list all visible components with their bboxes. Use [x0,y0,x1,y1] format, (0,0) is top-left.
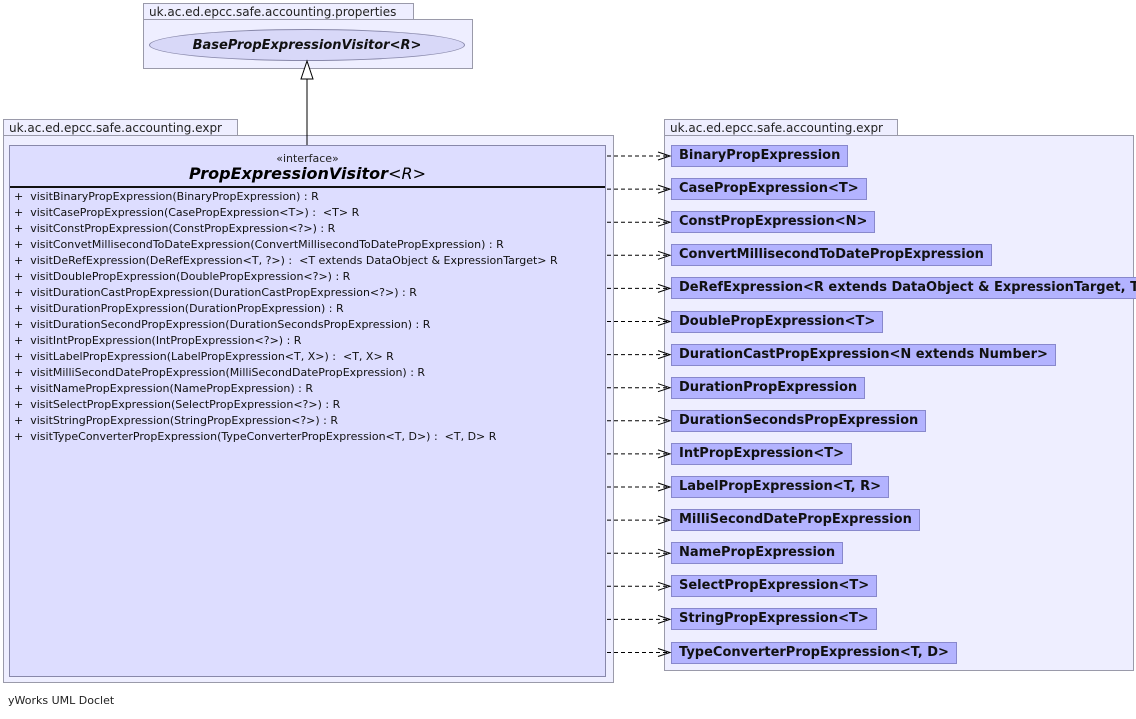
method-item: + visitDeRefExpression(DeRefExpression<T… [14,254,558,267]
method-item: + visitIntPropExpression(IntPropExpressi… [14,334,302,347]
dependency-arrowhead [657,482,672,492]
footer: yWorks UML Doclet [8,694,115,707]
inheritance-arrowhead [300,59,314,80]
method-item: + visitTypeConverterPropExpression(TypeC… [14,430,497,443]
dependency-arrowhead [657,648,672,657]
dependency-arrowhead [657,416,672,426]
dependency-arrowhead [657,283,672,293]
method-item: + visitLabelPropExpression(LabelPropExpr… [14,350,394,363]
dependency-class-node[interactable]: SelectPropExpression<T> [671,575,878,598]
separator [10,186,605,188]
dependency-arrowhead [657,317,672,326]
dependency-class-node[interactable]: ConvertMillisecondToDatePropExpression [671,244,992,267]
package-tab-properties: uk.ac.ed.epcc.safe.accounting.properties [143,3,414,20]
dependency-arrowhead [657,383,672,393]
dependency-arrowhead [657,449,672,459]
method-item: + visitSelectPropExpression(SelectPropEx… [14,398,341,411]
method-item: + visitBinaryPropExpression(BinaryPropEx… [14,190,319,203]
dependency-class-node[interactable]: LabelPropExpression<T, R> [671,476,890,498]
method-item: + visitCasePropExpression(CasePropExpres… [14,206,360,219]
stereotype: «interface» [276,152,339,165]
interface-node[interactable]: «interface» PropExpressionVisitor<R> + v… [9,145,606,677]
dependency-arrowhead [657,350,672,360]
method-item: + visitDurationCastPropExpression(Durati… [14,286,417,299]
dependency-arrowhead [657,184,672,194]
dependency-class-node[interactable]: DurationPropExpression [671,376,866,399]
dependency-class-node[interactable]: DurationSecondsPropExpression [671,409,927,432]
dependency-class-node[interactable]: StringPropExpression<T> [671,608,877,631]
dependency-class-node[interactable]: IntPropExpression<T> [671,442,853,465]
dependency-class-node[interactable]: ConstPropExpression<N> [671,211,876,234]
method-item: + visitConvetMillisecondToDateExpression… [14,238,504,251]
dependency-class-node[interactable]: BinaryPropExpression [671,145,849,167]
method-item: + visitStringPropExpression(StringPropEx… [14,414,339,427]
dependency-class-node[interactable]: DurationCastPropExpression<N extends Num… [671,343,1056,366]
interface-name: PropExpressionVisitor<R> [189,164,426,183]
method-item: + visitMilliSecondDatePropExpression(Mil… [14,366,426,379]
dependency-arrowhead [657,614,672,624]
method-list: + visitBinaryPropExpression(BinaryPropEx… [10,188,605,445]
base-interface-label: BasePropExpressionVisitor<R> [192,37,422,53]
dependency-arrowhead [657,515,672,525]
dependency-class-node[interactable]: DeRefExpression<R extends DataObject & E… [671,277,1136,300]
dependency-arrowhead [657,151,672,161]
package-tab-expr-right: uk.ac.ed.epcc.safe.accounting.expr [664,119,898,136]
method-item: + visitConstPropExpression(ConstPropExpr… [14,222,336,235]
method-item: + visitDurationPropExpression(DurationPr… [14,302,344,315]
dependency-class-node[interactable]: CasePropExpression<T> [671,178,867,201]
dependency-arrowhead [657,548,672,558]
dependency-class-node[interactable]: NamePropExpression [671,542,844,565]
dependency-arrowhead [657,581,672,591]
package-tab-expr-left: uk.ac.ed.epcc.safe.accounting.expr [3,119,238,136]
dependency-class-node[interactable]: DoublePropExpression<T> [671,310,884,333]
dependency-arrowhead [657,250,672,260]
dependency-arrowhead [657,217,672,227]
method-item: + visitDoublePropExpression(DoublePropEx… [14,270,351,283]
method-item: + visitNamePropExpression(NamePropExpres… [14,382,313,395]
method-item: + visitDurationSecondPropExpression(Dura… [14,318,431,331]
dependency-class-node[interactable]: MilliSecondDatePropExpression [671,509,920,532]
